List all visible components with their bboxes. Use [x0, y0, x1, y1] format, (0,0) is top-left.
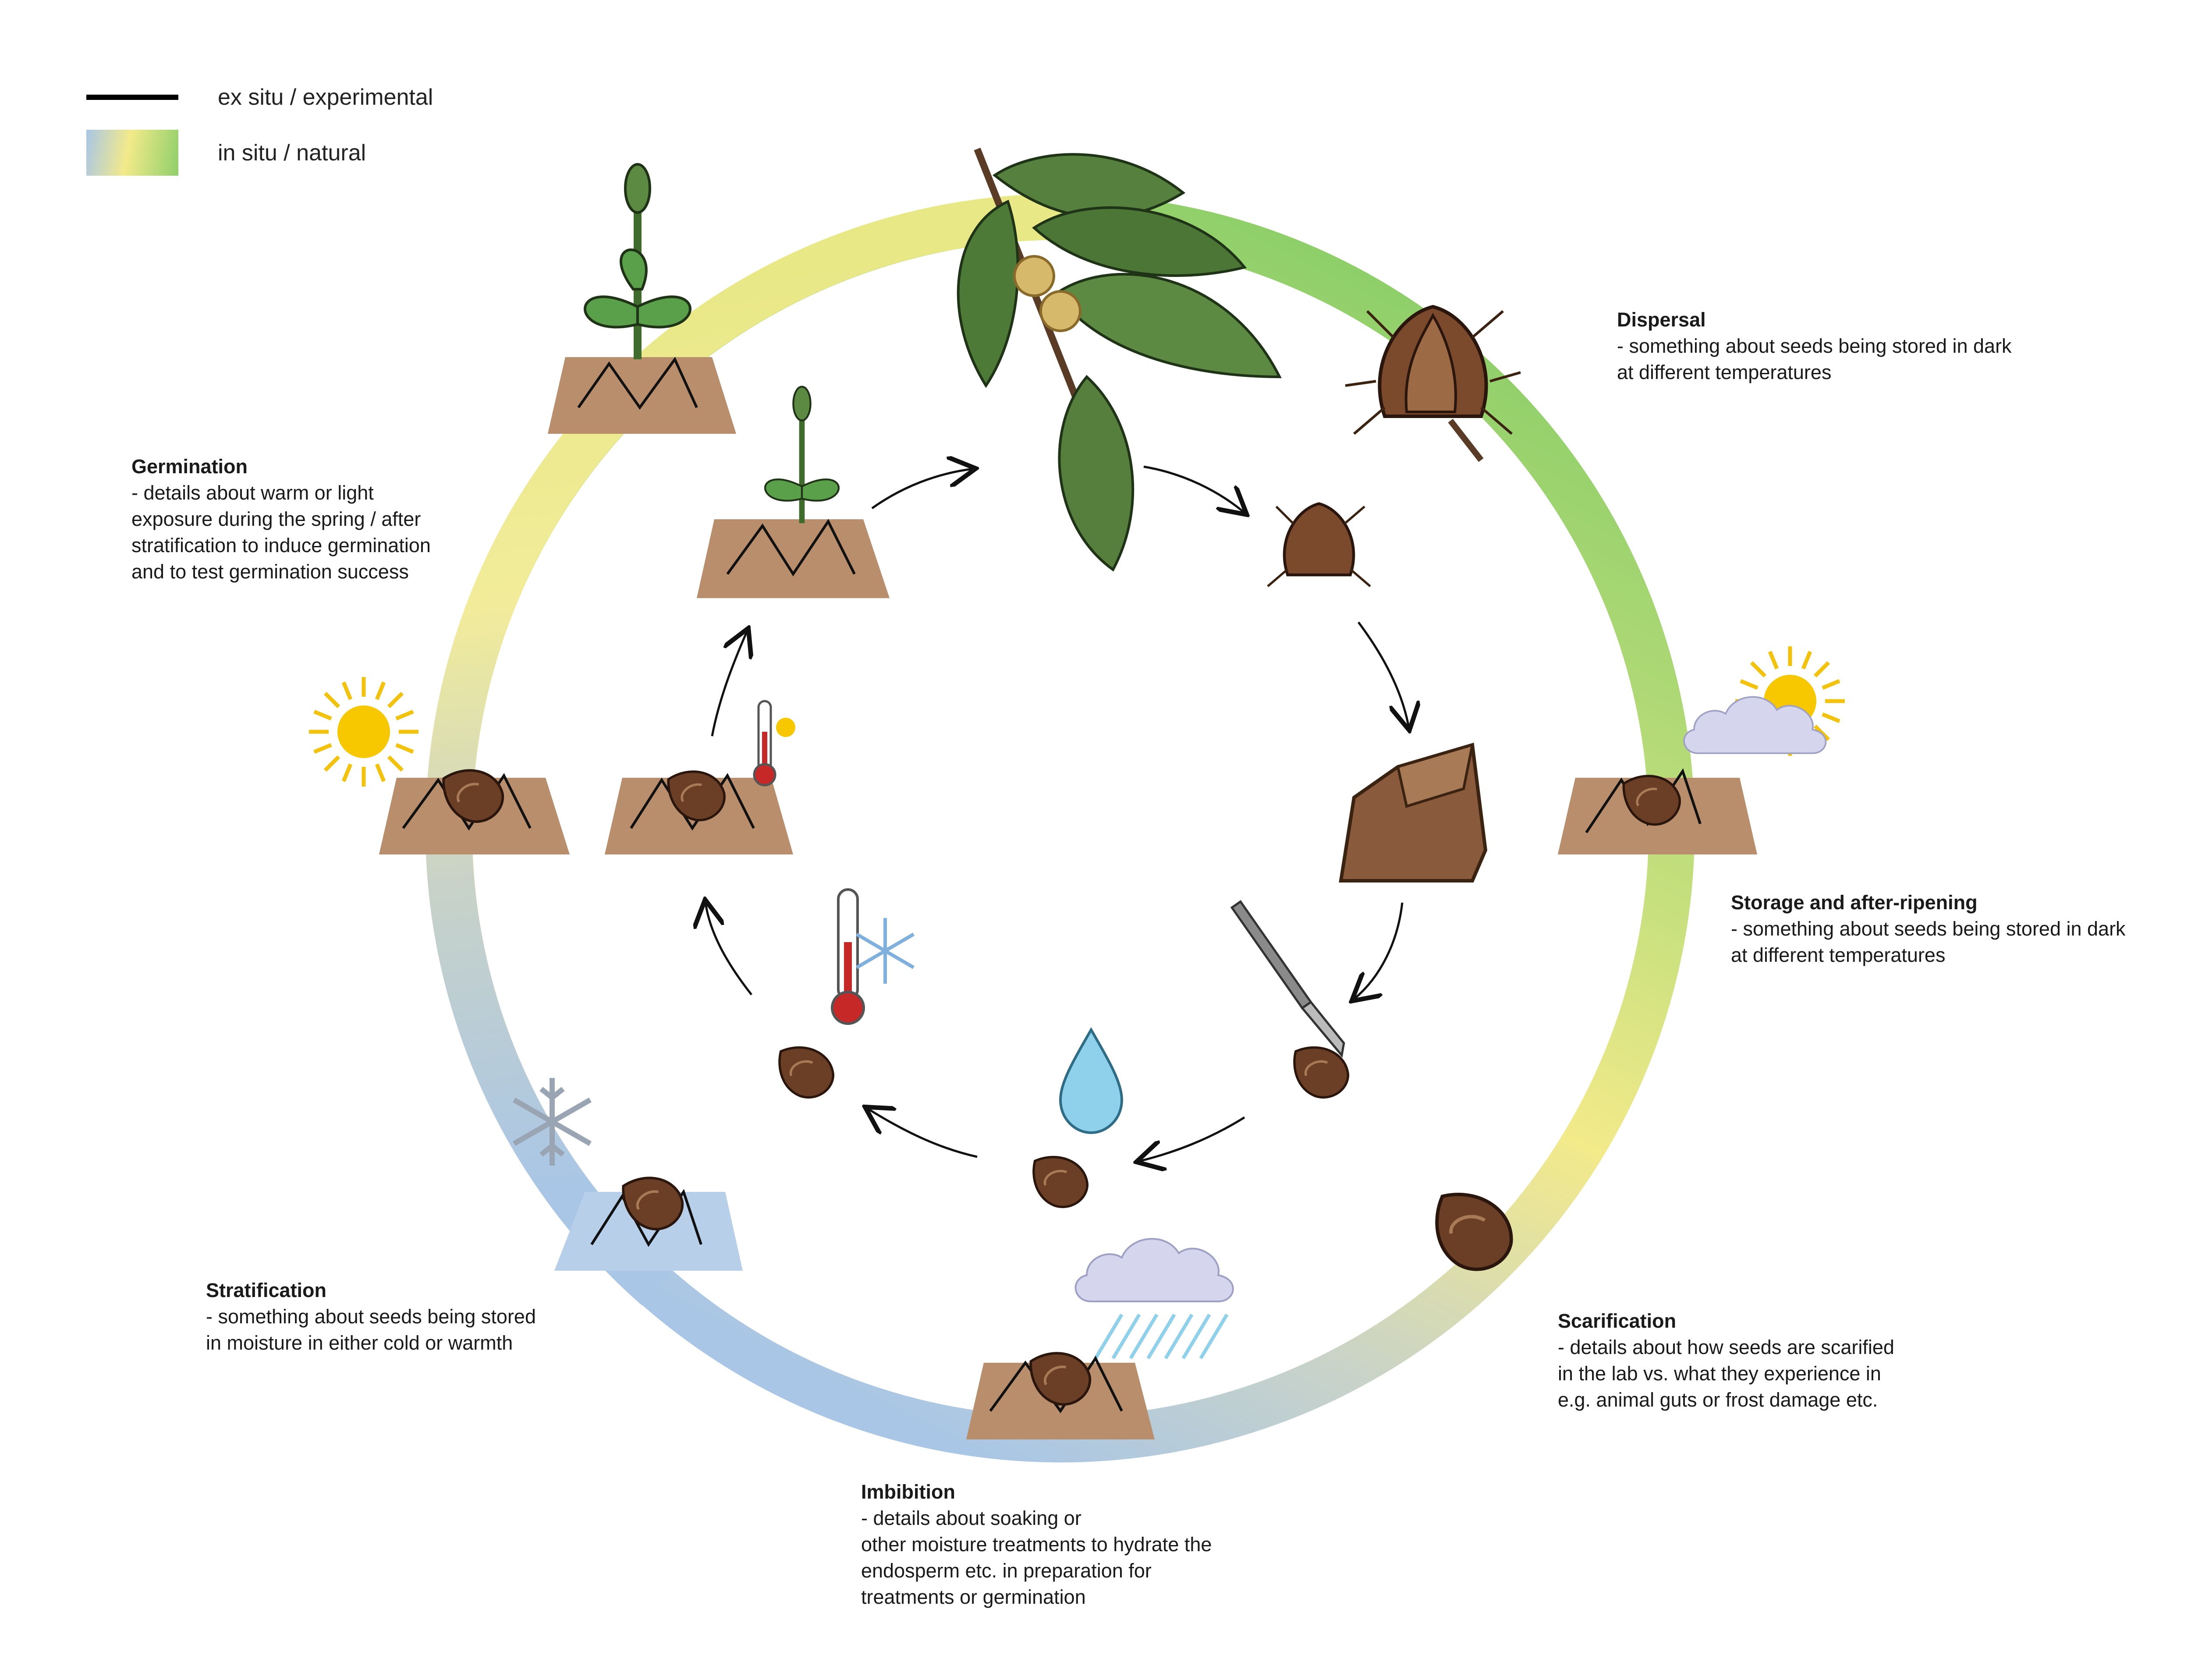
rain-cloud-icon — [1074, 1238, 1234, 1302]
thermometer-cold-icon — [831, 888, 915, 1025]
water-drop-icon — [1059, 1027, 1124, 1134]
snowflake-icon — [513, 1078, 592, 1166]
stage-description: - details about soaking or other moistur… — [861, 1507, 1212, 1608]
stage-description: - details about how seeds are scarified … — [1558, 1336, 1894, 1411]
label-germination: Germination - details about warm or ligh… — [131, 454, 431, 585]
label-dispersal: Dispersal - something about seeds being … — [1617, 307, 2012, 386]
ex-situ-arrows — [706, 467, 1409, 1161]
stage-title: Imbibition — [861, 1481, 955, 1503]
label-stratification: Stratification - something about seeds b… — [206, 1277, 536, 1356]
label-imbibition: Imbibition - details about soaking or ot… — [861, 1479, 1212, 1610]
stage-title: Germination — [131, 455, 248, 478]
soil-patch-seedling — [548, 357, 736, 434]
stage-title: Stratification — [206, 1279, 327, 1301]
label-storage: Storage and after-ripening - something a… — [1731, 890, 2126, 968]
scalpel-icon — [1230, 900, 1345, 1058]
dispersal-husk-small — [1267, 502, 1371, 587]
seedling-roots — [630, 773, 755, 831]
legend-line-swatch — [86, 95, 178, 100]
stage-title: Dispersal — [1617, 308, 1706, 331]
seedling-illustration — [584, 163, 691, 359]
soil-patch-stratification — [554, 1192, 743, 1271]
soil-patch-germinated — [697, 519, 890, 598]
label-scarification: Scarification - details about how seeds … — [1558, 1308, 1894, 1413]
stage-description: - something about seeds being stored in … — [206, 1305, 536, 1354]
seedling-roots — [989, 1356, 1123, 1414]
sun-icon — [309, 677, 418, 787]
seed-icon — [1020, 1143, 1096, 1218]
lifecycle-ring-left — [425, 194, 1061, 1306]
rain-lines — [1094, 1313, 1229, 1360]
stage-title: Storage and after-ripening — [1731, 891, 1978, 914]
seed-icon — [1281, 1033, 1357, 1108]
stage-description: - details about warm or light exposure d… — [131, 482, 431, 583]
stage-title: Scarification — [1558, 1310, 1677, 1332]
storage-box-illustration — [1339, 742, 1488, 883]
legend-label: ex situ / experimental — [218, 85, 433, 110]
legend-ex-situ: ex situ / experimental — [86, 84, 433, 110]
legend-in-situ: in situ / natural — [86, 130, 366, 176]
stage-description: - something about seeds being stored in … — [1731, 918, 2126, 966]
seed-icon — [766, 1033, 842, 1108]
seedling-roots — [577, 357, 698, 410]
beech-branch-illustration — [957, 148, 1282, 572]
seedling-roots — [590, 1189, 702, 1247]
seedling-roots — [726, 519, 856, 577]
stage-description: - something about seeds being stored in … — [1617, 335, 2012, 383]
legend-label: in situ / natural — [218, 140, 366, 166]
seedling-illustration-small — [764, 386, 840, 523]
thermometer-warm-icon — [753, 700, 795, 787]
seedling-roots — [402, 773, 532, 831]
legend-gradient-swatch — [86, 130, 178, 176]
dispersal-husk-illustration — [1345, 305, 1521, 462]
